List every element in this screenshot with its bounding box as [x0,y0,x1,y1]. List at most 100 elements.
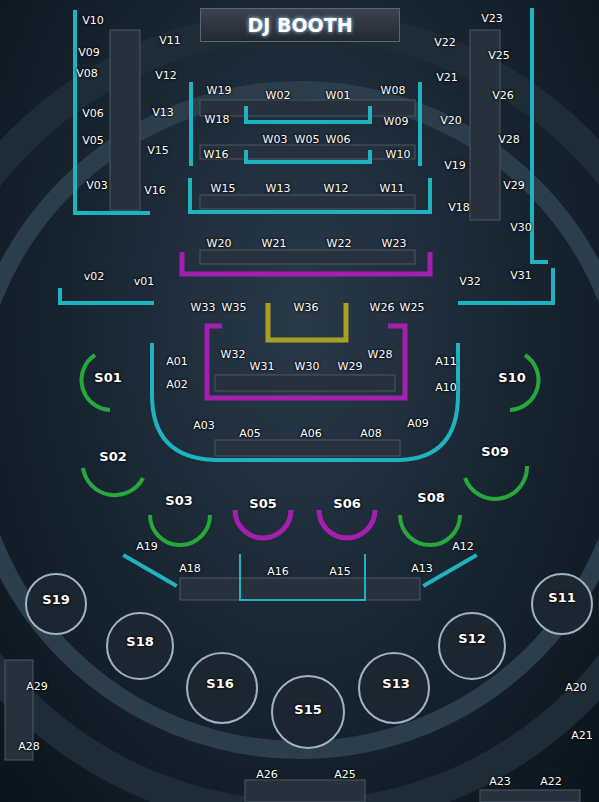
table-number: W36 [294,302,319,313]
sofa-number: S11 [548,591,575,604]
teal-bracket [246,108,370,122]
table-number: A22 [540,776,562,787]
sofa-number: S02 [99,450,126,463]
sofa-booth [26,574,86,634]
table-number: W15 [211,183,236,194]
sofa-number: S10 [498,371,525,384]
dj-booth: DJ BOOTH [200,8,400,42]
table-number: V08 [76,68,98,79]
table-row [180,578,420,600]
booth-title: DJ BOOTH [247,14,352,36]
sofa-number: S03 [165,494,192,507]
sofa-booth [107,613,173,679]
table-number: W29 [338,361,363,372]
table-number: A09 [407,418,429,429]
floor-rings [0,25,599,802]
table-number: V20 [440,115,462,126]
teal-bracket [240,555,365,600]
table-number: W10 [386,149,411,160]
table-number: V29 [503,180,525,191]
table-blocks [110,30,500,600]
table-number: V28 [498,134,520,145]
sofa-number: S09 [481,445,508,458]
table-number: W31 [250,361,275,372]
table-number: W08 [381,85,406,96]
teal-bracket [189,84,193,164]
bottom-tables [5,660,580,802]
table-number: W19 [207,85,232,96]
green-arc [465,466,527,499]
table-row [200,195,415,209]
table-number: A05 [239,428,261,439]
teal-bracket [246,152,370,162]
teal-bracket [125,556,175,585]
sofa-number: S06 [333,497,360,510]
green-arcs [82,355,539,545]
green-arc [150,515,210,545]
table-number: A01 [166,356,188,367]
table-number: A25 [334,769,356,780]
table-number: A02 [166,379,188,390]
table-number: V19 [444,160,466,171]
sofa-number: S08 [417,491,444,504]
outer-ring [0,25,599,802]
table-number: W05 [295,134,320,145]
table-number: W02 [266,90,291,101]
table-row [215,375,395,391]
table-number: V09 [78,47,100,58]
table-number: W18 [205,114,230,125]
table-number: A10 [435,382,457,393]
table-number: A28 [18,741,40,752]
table-number: A06 [300,428,322,439]
table-number: W26 [370,302,395,313]
table-column [110,30,140,210]
sofa-booth [187,653,257,723]
table-number: A15 [329,566,351,577]
table-number: V06 [82,108,104,119]
table-row [245,780,365,802]
table-row [200,145,415,159]
table-number: W13 [266,183,291,194]
table-number: V18 [448,202,470,213]
table-number: A29 [26,681,48,692]
table-number: V22 [434,37,456,48]
sofa-booth [359,653,429,723]
sofa-number: S13 [382,677,409,690]
green-arc [400,515,460,545]
teal-bracket [75,12,148,213]
table-number: W20 [207,238,232,249]
table-number: W12 [324,183,349,194]
table-number: W06 [326,134,351,145]
sofa-number: S18 [126,635,153,648]
purple-bracket [207,326,405,398]
table-number: W32 [221,349,246,360]
teal-bracket [60,290,152,303]
teal-bracket [152,345,458,460]
table-number: W16 [204,149,229,160]
table-number: V31 [510,270,532,281]
table-number: A12 [452,541,474,552]
table-number: A18 [179,563,201,574]
table-number: W11 [380,183,405,194]
table-number: A11 [435,356,457,367]
table-number: V16 [144,185,166,196]
teal-bracket [532,10,546,262]
table-row [215,440,400,456]
green-arc [83,468,143,495]
sofa-number: S01 [94,371,121,384]
table-number: W23 [382,238,407,249]
table-number: A21 [571,730,593,741]
table-row [200,250,415,264]
table-number: v01 [134,276,155,287]
table-number: W03 [263,134,288,145]
sofa-number: S12 [458,632,485,645]
table-number: V05 [82,135,104,146]
table-number: W22 [327,238,352,249]
table-number: A13 [411,563,433,574]
outer-ring [0,90,599,750]
table-number: W25 [400,302,425,313]
purple-outlines [182,252,430,538]
table-number: A03 [193,420,215,431]
table-number: v02 [84,271,105,282]
